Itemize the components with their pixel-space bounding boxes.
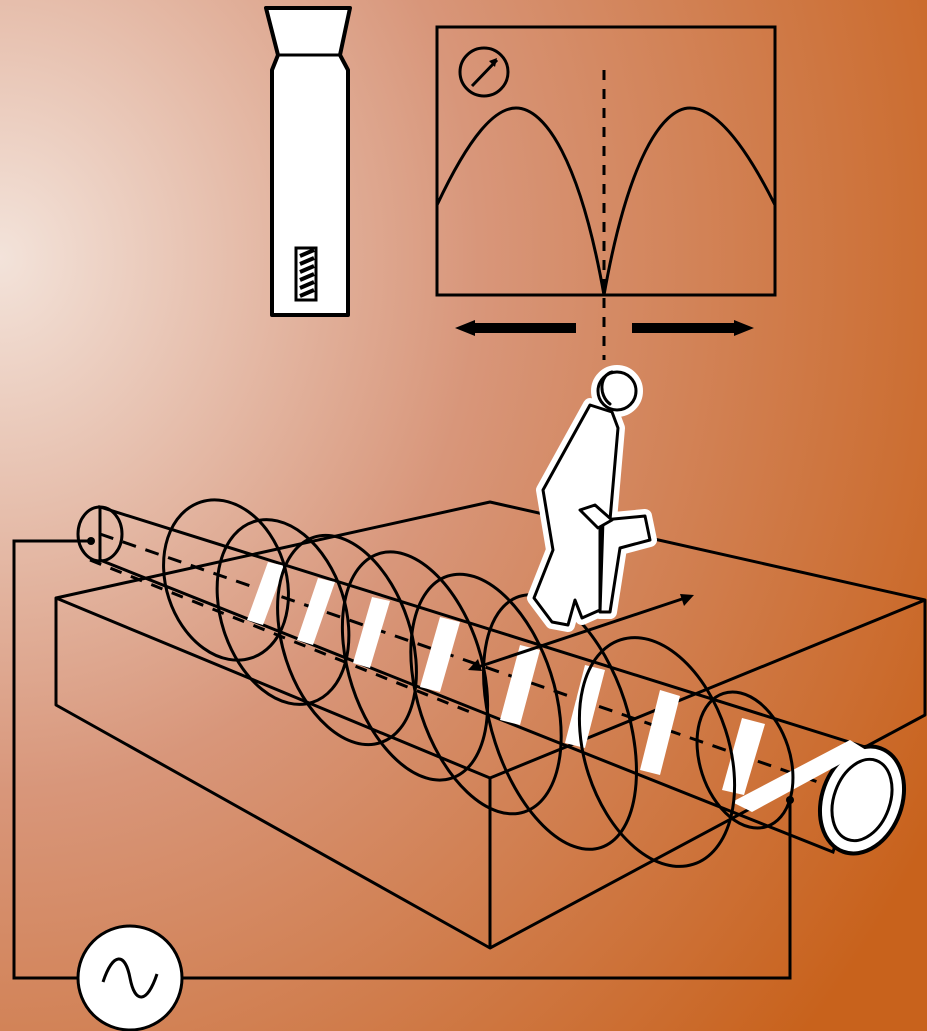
handheld-receiver-icon [266, 8, 350, 315]
ac-source-icon [78, 926, 182, 1030]
